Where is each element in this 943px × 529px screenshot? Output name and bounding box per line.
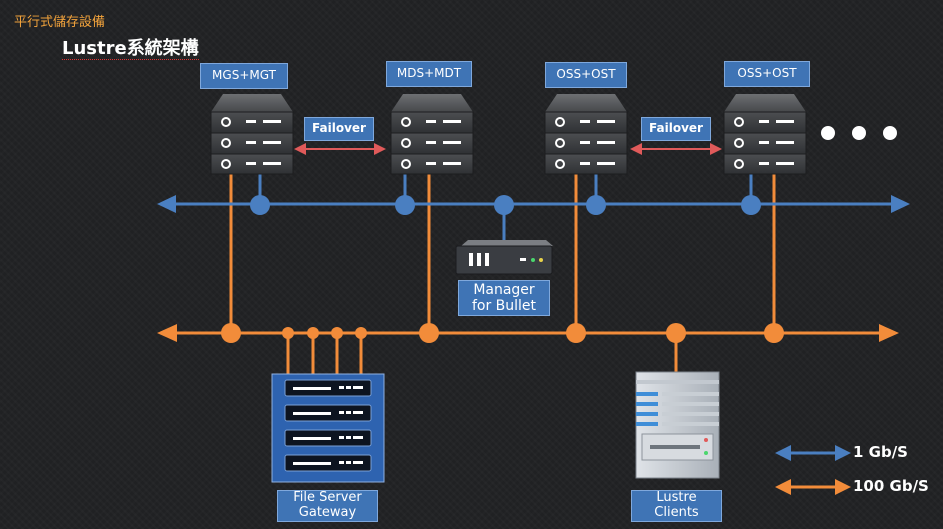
node-orange-gw-2 [307, 327, 319, 339]
label-oss-ost-1: OSS+OST [545, 62, 627, 88]
label-clients-line2: Clients [654, 505, 699, 520]
label-failover-1: Failover [304, 117, 374, 141]
blue-network-bus [157, 195, 910, 213]
page-title-text: Lustre系統架構 [62, 38, 199, 60]
lustre-clients-icon [635, 371, 720, 479]
manager-device-icon [455, 240, 553, 275]
server-oss1-icon [544, 93, 628, 175]
label-file-server-line1: File Server [293, 490, 362, 506]
node-orange-oss2 [764, 323, 784, 343]
node-blue-mgs [250, 195, 270, 215]
orange-links [229, 170, 776, 374]
orange-nodes [221, 323, 784, 343]
server-oss2-icon [723, 93, 807, 175]
page-subtitle: 平行式儲存設備 [14, 15, 106, 30]
page-title: Lustre系統架構 [62, 34, 199, 60]
label-manager-line2: for Bullet [471, 298, 537, 314]
label-file-server-line2: Gateway [298, 505, 357, 520]
more-servers-ellipsis [821, 126, 897, 140]
node-blue-mds [395, 195, 415, 215]
legend-orange-arrow [775, 479, 851, 495]
node-orange-mgs [221, 323, 241, 343]
node-blue-oss2 [741, 195, 761, 215]
orange-network-bus [157, 324, 899, 342]
node-orange-oss1 [566, 323, 586, 343]
node-orange-clients [666, 323, 686, 343]
label-failover-2: Failover [641, 117, 711, 141]
legend-1gb-label: 1 Gb/S [853, 443, 908, 461]
node-orange-gw-1 [282, 327, 294, 339]
legend-100gb-label: 100 Gb/S [853, 477, 929, 495]
legend-blue-arrow [775, 445, 851, 461]
node-orange-gw-3 [331, 327, 343, 339]
label-oss-ost-2: OSS+OST [724, 61, 810, 87]
node-blue-manager [494, 195, 514, 215]
server-mds-icon [390, 93, 474, 175]
label-lustre-clients: Lustre Clients [631, 490, 722, 522]
file-server-gateway-icon [271, 373, 385, 483]
blue-nodes [250, 195, 761, 215]
node-orange-gw-4 [355, 327, 367, 339]
label-manager-line1: Manager [473, 281, 535, 298]
label-mgs-mgt: MGS+MGT [200, 63, 288, 89]
label-file-server-gateway: File Server Gateway [277, 490, 378, 522]
node-blue-oss1 [586, 195, 606, 215]
server-mgs-icon [210, 93, 294, 175]
failover-arrow-1 [294, 143, 386, 155]
failover-arrow-2 [630, 143, 722, 155]
label-mds-mdt: MDS+MDT [386, 61, 472, 87]
label-manager: Manager for Bullet [458, 280, 550, 316]
node-orange-mds [419, 323, 439, 343]
label-clients-line1: Lustre [656, 490, 697, 506]
